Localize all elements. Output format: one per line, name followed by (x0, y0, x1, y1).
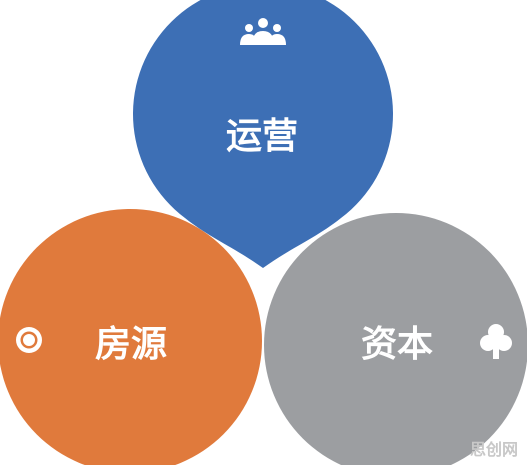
label-operations: 运营 (226, 116, 298, 157)
circle-operations-shape (133, 0, 393, 268)
sun-icon (16, 327, 42, 353)
circle-housing (0, 209, 262, 465)
people-group-icon (240, 18, 286, 45)
circle-capital (264, 213, 527, 465)
circle-capital-shape (264, 213, 527, 465)
label-housing: 房源 (95, 324, 167, 365)
tree-icon (480, 324, 512, 359)
label-capital: 资本 (361, 324, 433, 365)
watermark-text: 思创网 (470, 440, 518, 459)
circle-housing-shape (0, 209, 262, 465)
circle-operations (133, 0, 393, 268)
